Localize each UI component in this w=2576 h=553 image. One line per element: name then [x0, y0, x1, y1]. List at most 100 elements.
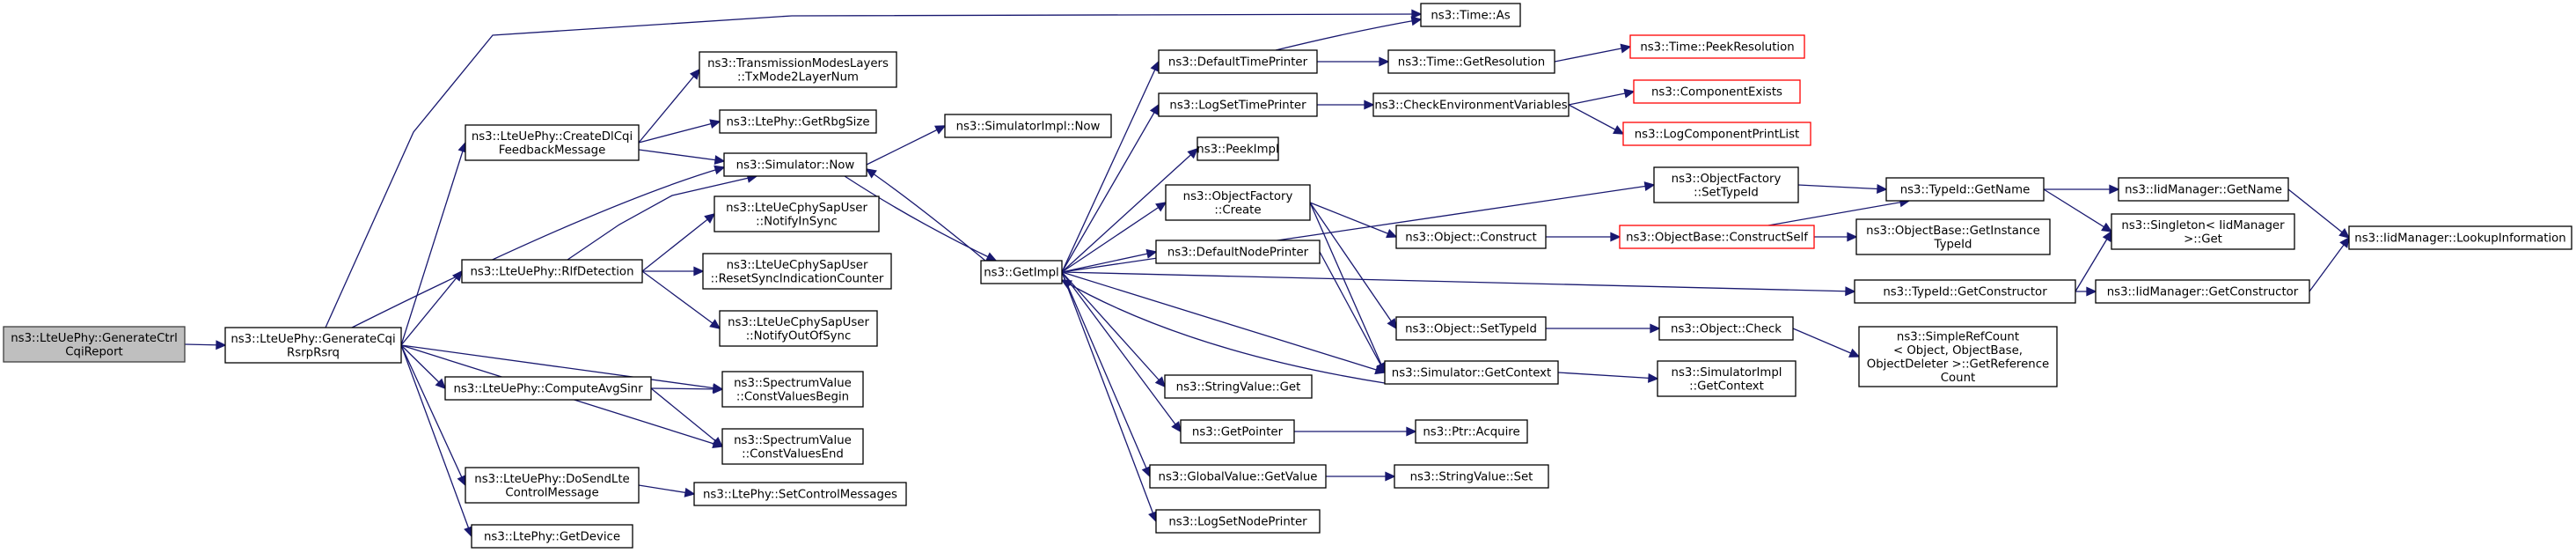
node-objsettype[interactable]: ns3::Object::SetTypeId	[1395, 316, 1547, 341]
node-box	[1158, 49, 1318, 74]
node-iidlookup[interactable]: ns3::IidManager::LookupInformation	[2348, 225, 2572, 250]
node-cvbegin[interactable]: ns3::SpectrumValue::ConstValuesBegin	[721, 371, 864, 408]
edge-iidctor-to-iidlookup	[2309, 236, 2350, 292]
node-getdevice[interactable]: ns3::LtePhy::GetDevice	[471, 524, 633, 549]
node-box	[944, 114, 1112, 138]
node-label: CqiReport	[65, 345, 123, 358]
node-logsetnode[interactable]: ns3::LogSetNodePrinter	[1155, 509, 1321, 534]
node-outofsync[interactable]: ns3::LteUeCphySapUser::NotifyOutOfSync	[719, 310, 878, 347]
node-label: ns3::DefaultNodePrinter	[1167, 247, 1309, 260]
node-box	[1858, 326, 2058, 387]
node-box	[471, 524, 633, 549]
node-rbg[interactable]: ns3::LtePhy::GetRbgSize	[719, 109, 877, 134]
node-getimpl[interactable]: ns3::GetImpl	[980, 260, 1063, 284]
node-box	[1155, 509, 1321, 534]
node-resetsync[interactable]: ns3::LteUeCphySapUser::ResetSyncIndicati…	[702, 253, 892, 290]
node-objcheck[interactable]: ns3::Object::Check	[1658, 316, 1794, 341]
node-label: ns3::ComponentExists	[1651, 86, 1782, 100]
node-getres[interactable]: ns3::Time::GetResolution	[1387, 49, 1555, 74]
node-timeas[interactable]: ns3::Time::As	[1420, 3, 1521, 27]
node-iidctor[interactable]: ns3::IidManager::GetConstructor	[2095, 279, 2310, 304]
node-compexists[interactable]: ns3::ComponentExists	[1633, 79, 1801, 104]
node-gvget[interactable]: ns3::GlobalValue::GetValue	[1149, 464, 1327, 489]
edge-ofcreate-to-objconstruct	[1309, 202, 1398, 239]
node-label: RsrpRsrq	[287, 346, 340, 359]
node-label: ns3::GlobalValue::GetValue	[1159, 471, 1318, 484]
node-label: FeedbackMessage	[499, 144, 606, 157]
node-box	[465, 467, 640, 504]
edge-dosend-to-setctrl	[638, 484, 696, 498]
node-label: ns3::SimpleRefCount	[1897, 330, 2019, 343]
node-label: ns3::Object::Check	[1671, 323, 1782, 336]
node-label: ns3::Time::GetResolution	[1398, 56, 1545, 70]
node-obconstructself[interactable]: ns3::ObjectBase::ConstructSelf	[1619, 225, 1815, 249]
edge-getres-to-peekres	[1554, 43, 1632, 63]
edge-gencqi-to-getdevice	[400, 344, 473, 538]
node-label: ::ConstValuesBegin	[736, 390, 849, 403]
node-box	[2111, 213, 2295, 250]
node-txmode[interactable]: ns3::TransmissionModesLayers::TxMode2Lay…	[699, 51, 897, 88]
node-label: ns3::IidManager::GetName	[2125, 184, 2282, 197]
node-getptr[interactable]: ns3::GetPointer	[1180, 419, 1295, 444]
node-box	[1885, 177, 2045, 202]
node-label: ns3::SimulatorImpl::Now	[956, 121, 1101, 134]
node-box	[444, 376, 652, 401]
edge-gencqi-to-createdl	[400, 141, 468, 346]
edge-getimpl-to-ofsettype	[1061, 181, 1656, 273]
edge-objcheck-to-srcget	[1792, 328, 1861, 358]
node-box	[2095, 279, 2310, 304]
node-checkenv[interactable]: ns3::CheckEnvironmentVariables	[1372, 92, 1570, 117]
node-strset[interactable]: ns3::StringValue::Set	[1394, 464, 1549, 489]
node-label: ns3::Object::Construct	[1405, 232, 1536, 245]
node-cvend[interactable]: ns3::SpectrumValue::ConstValuesEnd	[721, 428, 864, 465]
node-objconstruct[interactable]: ns3::Object::Construct	[1395, 225, 1547, 249]
node-logcomplist[interactable]: ns3::LogComponentPrintList	[1622, 122, 1811, 146]
node-label: ns3::StringValue::Set	[1410, 471, 1533, 484]
node-ofcreate[interactable]: ns3::ObjectFactory::Create	[1165, 184, 1311, 221]
node-deftime[interactable]: ns3::DefaultTimePrinter	[1158, 49, 1318, 74]
node-box	[719, 109, 877, 134]
edge-gencqi-to-simnow	[351, 165, 726, 328]
edge-objsettype-to-objcheck	[1546, 323, 1661, 334]
node-strget[interactable]: ns3::StringValue::Get	[1164, 374, 1313, 399]
node-iidname[interactable]: ns3::IidManager::GetName	[2118, 177, 2289, 202]
edge-simgetctx-to-simimplctx	[1557, 372, 1659, 383]
edge-avgsinr-to-cvend	[650, 387, 724, 448]
edge-ofcreate-to-objsettype	[1309, 202, 1397, 330]
node-label: ns3::IidManager::GetConstructor	[2107, 286, 2299, 299]
node-simnow[interactable]: ns3::Simulator::Now	[723, 152, 867, 177]
edge-createdl-to-txmode	[638, 68, 701, 144]
node-label: ns3::LtePhy::GetDevice	[484, 531, 620, 544]
node-logsettime[interactable]: ns3::LogSetTimePrinter	[1158, 92, 1318, 117]
node-defnode[interactable]: ns3::DefaultNodePrinter	[1155, 240, 1321, 264]
node-label: ns3::ObjectFactory	[1672, 173, 1782, 186]
node-peekres[interactable]: ns3::Time::PeekResolution	[1629, 34, 1805, 59]
node-simimplnow[interactable]: ns3::SimulatorImpl::Now	[944, 114, 1112, 138]
node-rlf[interactable]: ns3::LteUePhy::RlfDetection	[461, 259, 643, 284]
node-simimplctx[interactable]: ns3::SimulatorImpl::GetContext	[1657, 360, 1797, 397]
node-label: ns3::LogComponentPrintList	[1635, 129, 1800, 142]
node-peekimpl[interactable]: ns3::PeekImpl	[1197, 136, 1279, 161]
node-avgsinr[interactable]: ns3::LteUePhy::ComputeAvgSinr	[444, 376, 652, 401]
node-setctrl[interactable]: ns3::LtePhy::SetControlMessages	[693, 482, 907, 506]
node-label: Count	[1941, 372, 1976, 385]
edge-gencqi-to-avgsinr	[400, 344, 447, 390]
node-simgetctx[interactable]: ns3::Simulator::GetContext	[1384, 360, 1559, 385]
node-box	[1619, 225, 1815, 249]
node-createdl[interactable]: ns3::LteUePhy::CreateDlCqiFeedbackMessag…	[465, 124, 640, 161]
node-insync[interactable]: ns3::LteUeCphySapUser::NotifyInSync	[714, 195, 880, 232]
node-box	[1653, 166, 1799, 203]
node-ofsettype[interactable]: ns3::ObjectFactory::SetTypeId	[1653, 166, 1799, 203]
node-label: ns3::LtePhy::GetRbgSize	[727, 116, 870, 129]
node-label: ::GetContext	[1689, 380, 1764, 393]
node-srcget[interactable]: ns3::SimpleRefCount< Object, ObjectBase,…	[1858, 326, 2058, 387]
node-singleton[interactable]: ns3::Singleton< IidManager>::Get	[2111, 213, 2295, 250]
node-tidctor[interactable]: ns3::TypeId::GetConstructor	[1854, 279, 2076, 304]
node-ptracq[interactable]: ns3::Ptr::Acquire	[1415, 419, 1528, 444]
node-tidname[interactable]: ns3::TypeId::GetName	[1885, 177, 2045, 202]
